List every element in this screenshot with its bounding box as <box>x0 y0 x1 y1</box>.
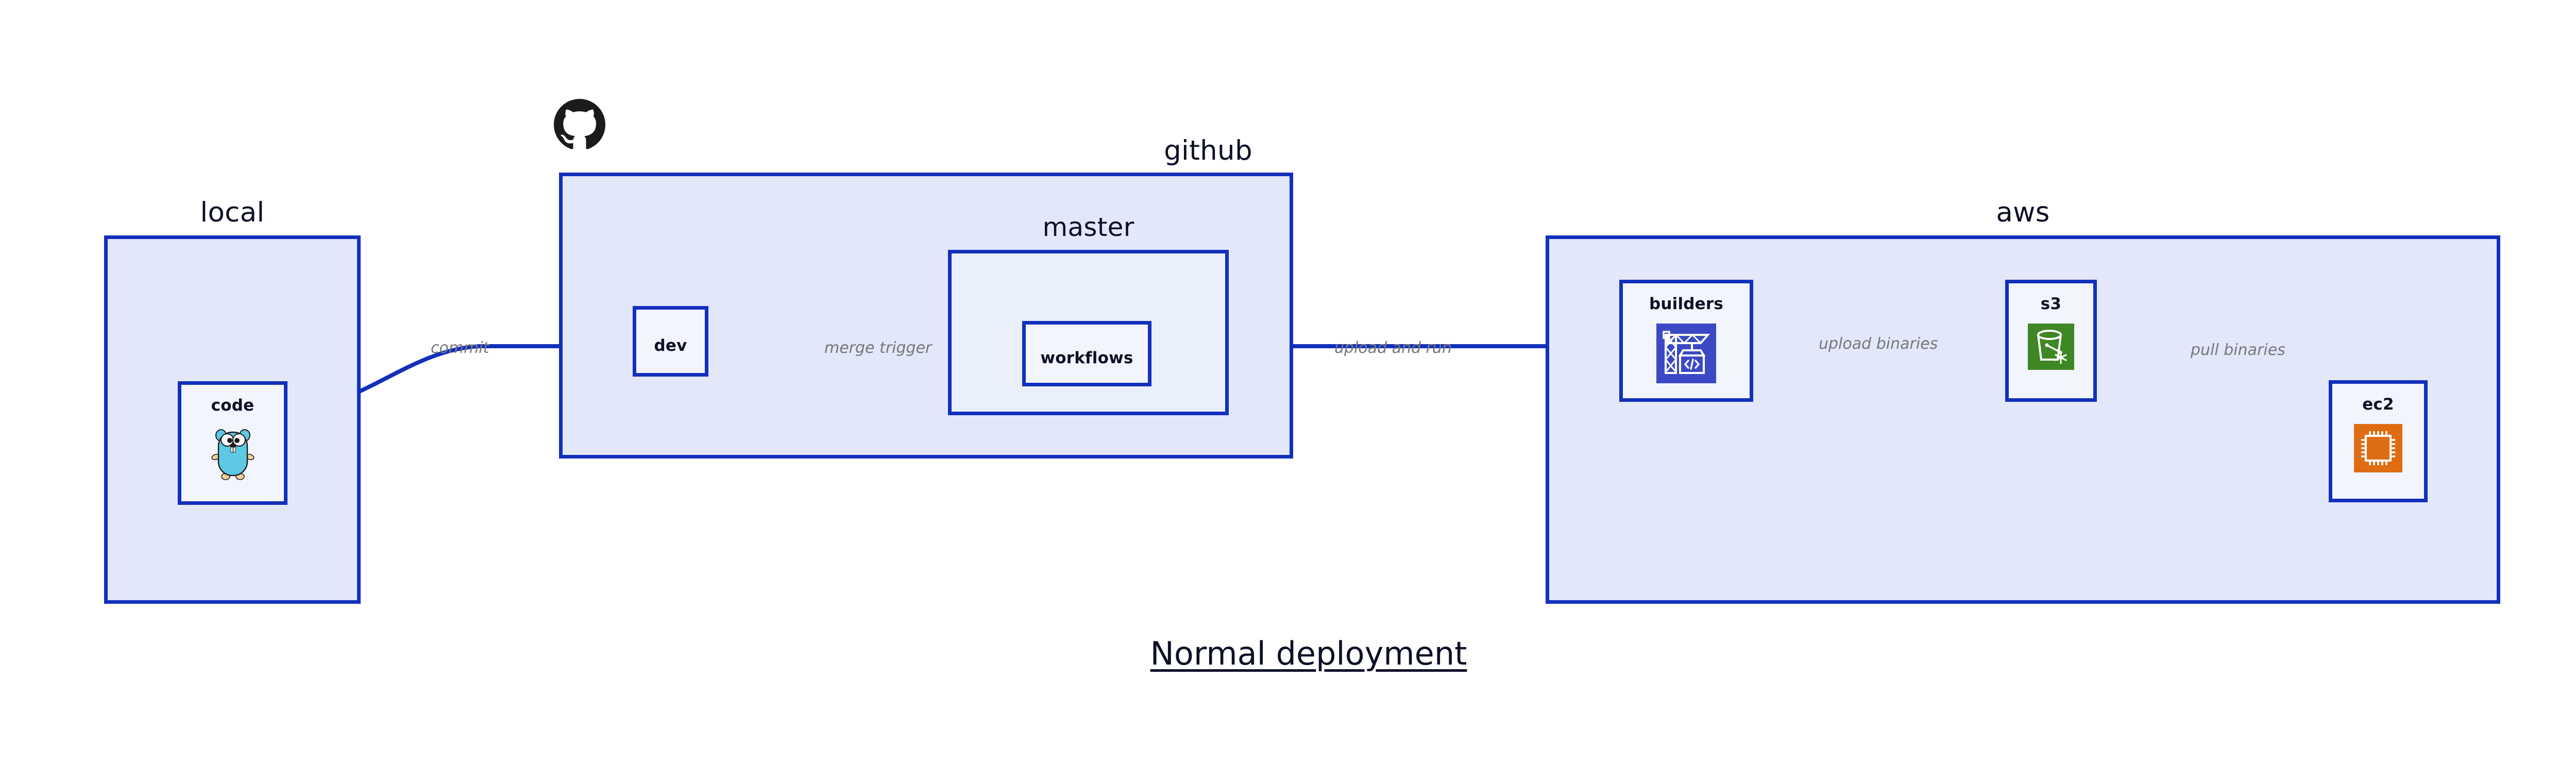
github-octocat-icon <box>554 99 605 150</box>
edge-label-upload-and-run: upload and run <box>1334 339 1452 357</box>
node-label-workflows: workflows <box>1040 349 1133 367</box>
node-label-s3: s3 <box>2040 295 2062 313</box>
group-label-github: github <box>1164 135 1252 166</box>
group-local[interactable] <box>104 235 361 604</box>
edge-label-upload-binaries: upload binaries <box>1819 335 1938 353</box>
go-gopher-icon <box>210 425 256 481</box>
aws-s3-icon <box>2028 324 2074 370</box>
node-workflows[interactable]: workflows <box>1022 321 1151 386</box>
aws-ec2-icon <box>2354 424 2402 472</box>
node-code[interactable]: code <box>178 381 287 505</box>
node-label-ec2: ec2 <box>2362 395 2394 414</box>
group-label-aws: aws <box>1996 197 2050 228</box>
node-dev[interactable]: dev <box>633 306 708 377</box>
edge-label-commit: commit <box>431 339 489 357</box>
node-s3[interactable]: s3 <box>2005 280 2097 402</box>
node-label-dev: dev <box>654 336 687 355</box>
edge-label-merge-trigger: merge trigger <box>824 339 932 357</box>
group-label-local: local <box>200 197 265 228</box>
node-builders[interactable]: builders <box>1619 280 1753 402</box>
node-label-code: code <box>211 396 255 415</box>
node-label-builders: builders <box>1649 295 1724 313</box>
diagram-title: Normal deployment <box>1150 635 1467 672</box>
edge-label-pull-binaries: pull binaries <box>2191 341 2285 359</box>
aws-codebuild-icon <box>1656 324 1716 383</box>
node-ec2[interactable]: ec2 <box>2329 380 2428 502</box>
group-label-master: master <box>1042 212 1134 242</box>
